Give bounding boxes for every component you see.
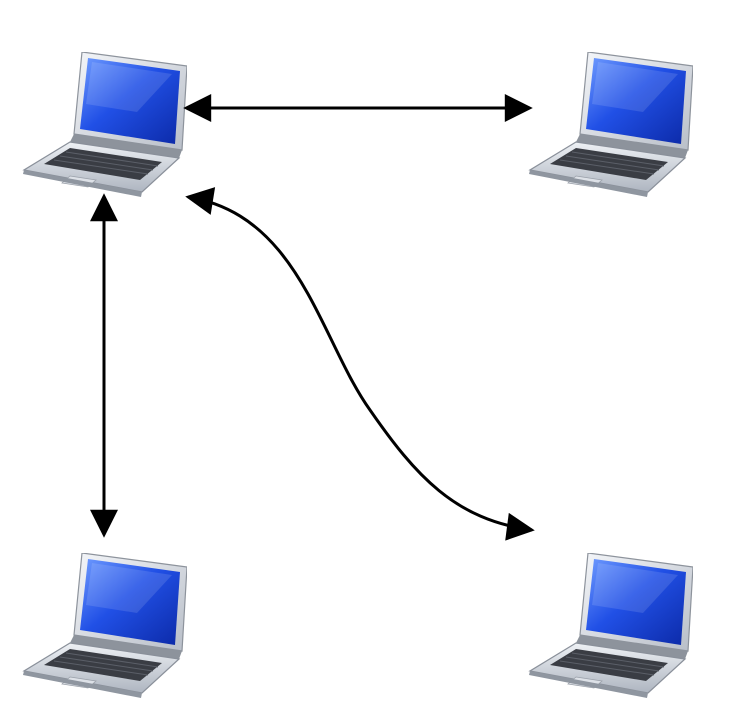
laptop-icon-top-right: [528, 52, 693, 197]
edge-arrow-diagonal: [185, 187, 535, 541]
laptop-icon-bottom-right: [528, 553, 693, 698]
laptop-icon-top-left: [22, 52, 187, 197]
laptop-icon-bottom-left: [22, 553, 187, 698]
